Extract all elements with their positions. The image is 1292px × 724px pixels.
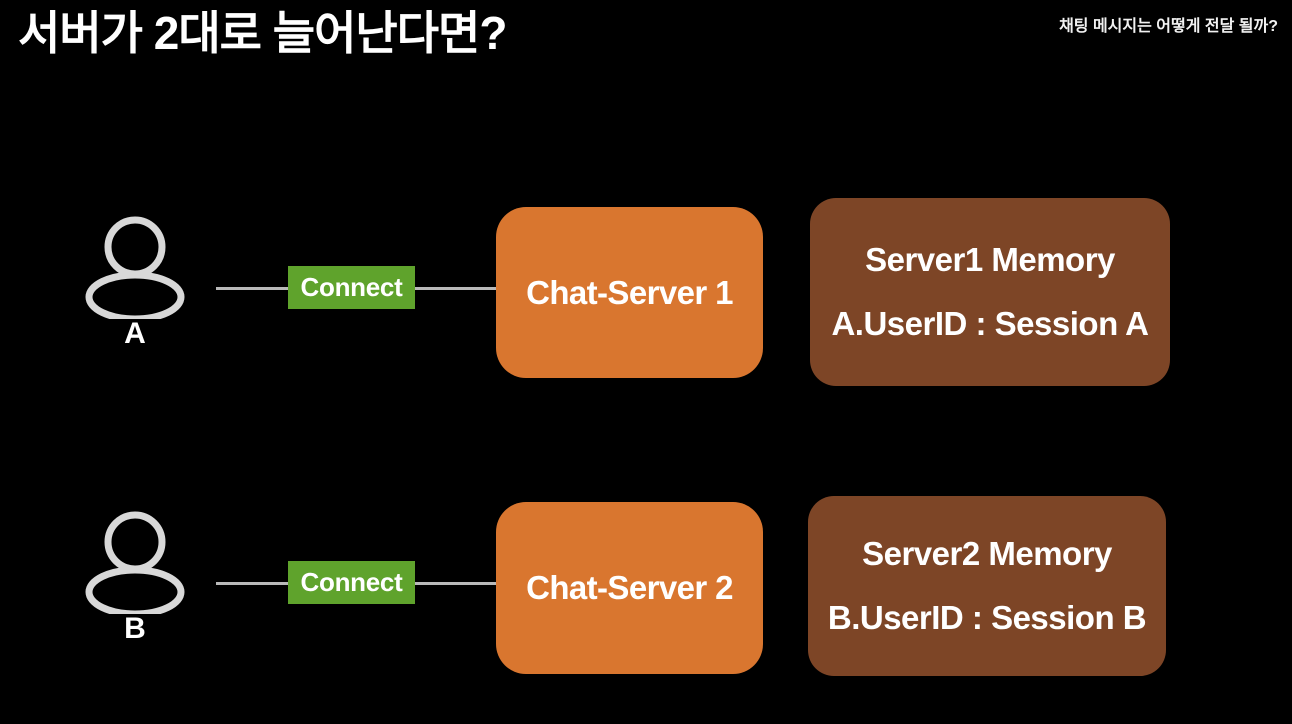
diagram-row-b: B Connect Chat-Server 2 Server2 Memory B… bbox=[0, 490, 1292, 690]
user-label-a: A bbox=[124, 317, 146, 350]
user-avatar-icon bbox=[85, 504, 185, 618]
user-avatar-icon bbox=[85, 209, 185, 323]
server-memory-entry-1: A.UserID : Session A bbox=[831, 305, 1149, 342]
user-node-a: A bbox=[85, 209, 185, 369]
server-memory-title-1: Server1 Memory bbox=[865, 241, 1115, 278]
connect-badge-b: Connect bbox=[288, 561, 415, 604]
slide-subtitle: 채팅 메시지는 어떻게 전달 될까? bbox=[1059, 18, 1278, 35]
chat-server-box-1[interactable]: Chat-Server 1 bbox=[496, 207, 763, 378]
server-memory-title-2: Server2 Memory bbox=[862, 535, 1112, 572]
user-node-b: B bbox=[85, 504, 185, 664]
user-label-b: B bbox=[124, 612, 146, 645]
connect-badge-a: Connect bbox=[288, 266, 415, 309]
server-memory-entry-2: B.UserID : Session B bbox=[827, 599, 1147, 636]
page-title: 서버가 2대로 늘어난다면? bbox=[18, 7, 507, 59]
server-memory-box-1: Server1 Memory A.UserID : Session A bbox=[810, 198, 1170, 386]
chat-server-label-2: Chat-Server 2 bbox=[526, 569, 733, 606]
chat-server-label-1: Chat-Server 1 bbox=[526, 273, 733, 311]
diagram-row-a: A Connect Chat-Server 1 Server1 Memory A… bbox=[0, 195, 1292, 395]
chat-server-box-2[interactable]: Chat-Server 2 bbox=[496, 502, 763, 674]
server-memory-box-2: Server2 Memory B.UserID : Session B bbox=[808, 496, 1166, 676]
